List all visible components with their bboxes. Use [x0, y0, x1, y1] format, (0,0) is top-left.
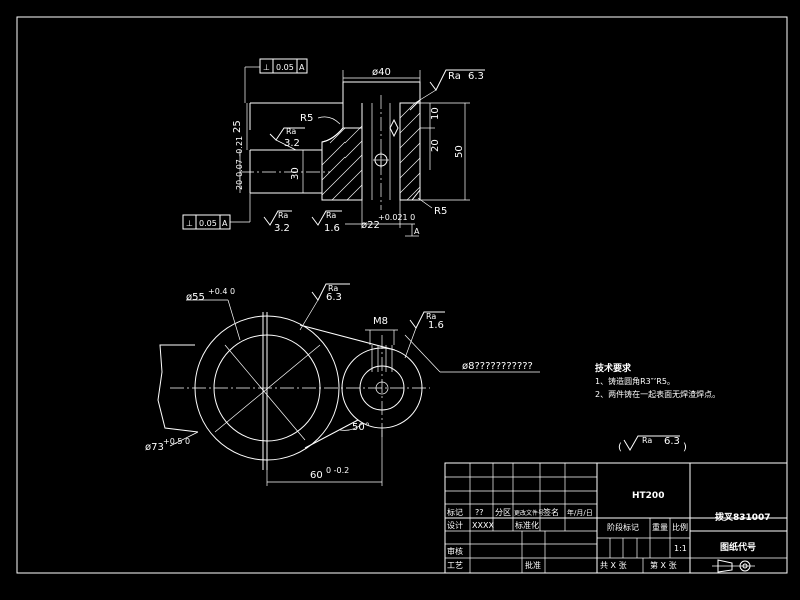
scale-label: 比例	[672, 522, 688, 532]
weight-label: 重量	[652, 522, 668, 532]
dim-55-tol: +0.4 0	[208, 287, 235, 296]
tech-title: 技术要求	[595, 362, 632, 374]
pizhun-label: 批准	[525, 560, 541, 570]
ra-top-label: Ra	[448, 71, 461, 82]
dim-hole-label: ø8???????????	[462, 361, 533, 372]
tech-line-1: 1、铸造圆角R3″’R5。	[595, 376, 675, 386]
col-gengai: 更改文件号	[514, 509, 544, 517]
gdt-bottom-datum: A	[222, 219, 228, 228]
col-date: 年/月/日	[567, 508, 593, 517]
ra32-upper-label: Ra	[286, 127, 296, 136]
gdt-top-datum: A	[299, 63, 305, 72]
ra63-plan-label: Ra	[328, 284, 338, 293]
ra32-upper-value: 3.2	[284, 138, 300, 149]
ra32-lower-value: 3.2	[274, 223, 290, 234]
ra63-plan-value: 6.3	[326, 292, 342, 303]
r5-top-label: R5	[300, 113, 313, 124]
col-chushu: ??	[475, 508, 484, 517]
part-name-label: 拨叉831007	[715, 511, 771, 523]
row-sheji-val: XXXX	[472, 521, 494, 530]
ra16-plan-value: 1.6	[428, 320, 444, 331]
col-qianming: 签名	[543, 507, 559, 517]
dim-50-label: 50	[454, 145, 465, 158]
gdt-bottom-value: 0.05	[199, 219, 217, 228]
svg-text:(: (	[618, 442, 622, 453]
general-ra-value: 6.3	[664, 436, 680, 447]
dim-73-label: ø73	[145, 442, 164, 453]
general-roughness: ( Ra 6.3 )	[618, 435, 687, 453]
ra16-plan-label: Ra	[426, 312, 436, 321]
col-fenqu: 分区	[495, 508, 511, 517]
dim-20-label: 20	[430, 139, 441, 152]
shenhe-label: 审核	[447, 546, 463, 556]
boss-outline	[342, 81, 421, 200]
dim-73-tol: +0.5 0	[163, 437, 190, 446]
dim-60-label: 60	[310, 470, 323, 481]
general-ra-label: Ra	[642, 436, 652, 445]
row-sheji: 设计	[447, 520, 463, 530]
dim-10-label: 10	[430, 107, 441, 120]
stage-mark: 阶段标记	[607, 522, 639, 532]
col-biaoji: 标记	[447, 507, 463, 517]
gongyi-label: 工艺	[447, 561, 463, 570]
drawing-code-label: 图纸代号	[720, 541, 756, 553]
hatch-left	[321, 125, 363, 201]
scale-value: 1:1	[674, 544, 687, 553]
gdt-top-symbol: ⊥	[263, 63, 270, 72]
row-biaozhunhua: 标准化	[515, 520, 539, 530]
hatched-wall-right	[399, 102, 421, 201]
ra32-lower-label: Ra	[278, 211, 288, 220]
dim-angle-label: 50°	[352, 422, 370, 433]
datum-a-label: A	[414, 227, 420, 236]
tech-requirements: 技术要求 1、铸造圆角R3″’R5。 2、两件铸在一起表面无焊渣焊点。	[595, 362, 720, 399]
total-sheets: 共 X 张	[600, 561, 627, 570]
dim-tol-left-label: 20-0.07 -0.21	[235, 136, 244, 190]
gdt-bottom-symbol: ⊥	[186, 219, 193, 228]
ra-top-value: 6.3	[468, 71, 484, 82]
dim-m8-label: M8	[373, 316, 388, 327]
hatched-wall-left	[321, 127, 363, 201]
dim-60-tol: 0 -0.2	[326, 466, 349, 475]
r5-bottom-label: R5	[434, 206, 447, 217]
material-label: HT200	[632, 491, 664, 501]
dim-bore-label: ø22	[361, 220, 380, 231]
ra16-lower-value: 1.6	[324, 223, 340, 234]
plan-view: M8 ø55 +0.4 0 Ra 6.3 Ra 1.6 ø8??????????…	[145, 283, 540, 486]
hatch-right	[399, 102, 421, 201]
gdt-top-value: 0.05	[276, 63, 294, 72]
svg-text:): )	[683, 442, 687, 453]
dim-30-label: 30	[290, 167, 301, 180]
sheet-no: 第 X 张	[650, 560, 677, 570]
section-view: ø40 25 20-0.07 -0.21 30 10 20 50 ⊥ 0.05 …	[182, 58, 485, 237]
projection-symbol-icon	[712, 559, 755, 573]
tech-line-2: 2、两件铸在一起表面无焊渣焊点。	[595, 389, 720, 399]
top-edge-left	[250, 102, 344, 128]
dim-width-label: ø40	[372, 67, 391, 78]
ra16-lower-label: Ra	[326, 211, 336, 220]
dim-55-label: ø55	[186, 292, 205, 303]
dim-25-label: 25	[232, 120, 243, 133]
drawing-border	[16, 16, 788, 574]
dim-bore-tol: +0.021 0	[378, 213, 415, 222]
title-block: HT200 拨叉831007 图纸代号 标记 ?? 分区 更改文件号 签名 年/…	[444, 462, 788, 574]
